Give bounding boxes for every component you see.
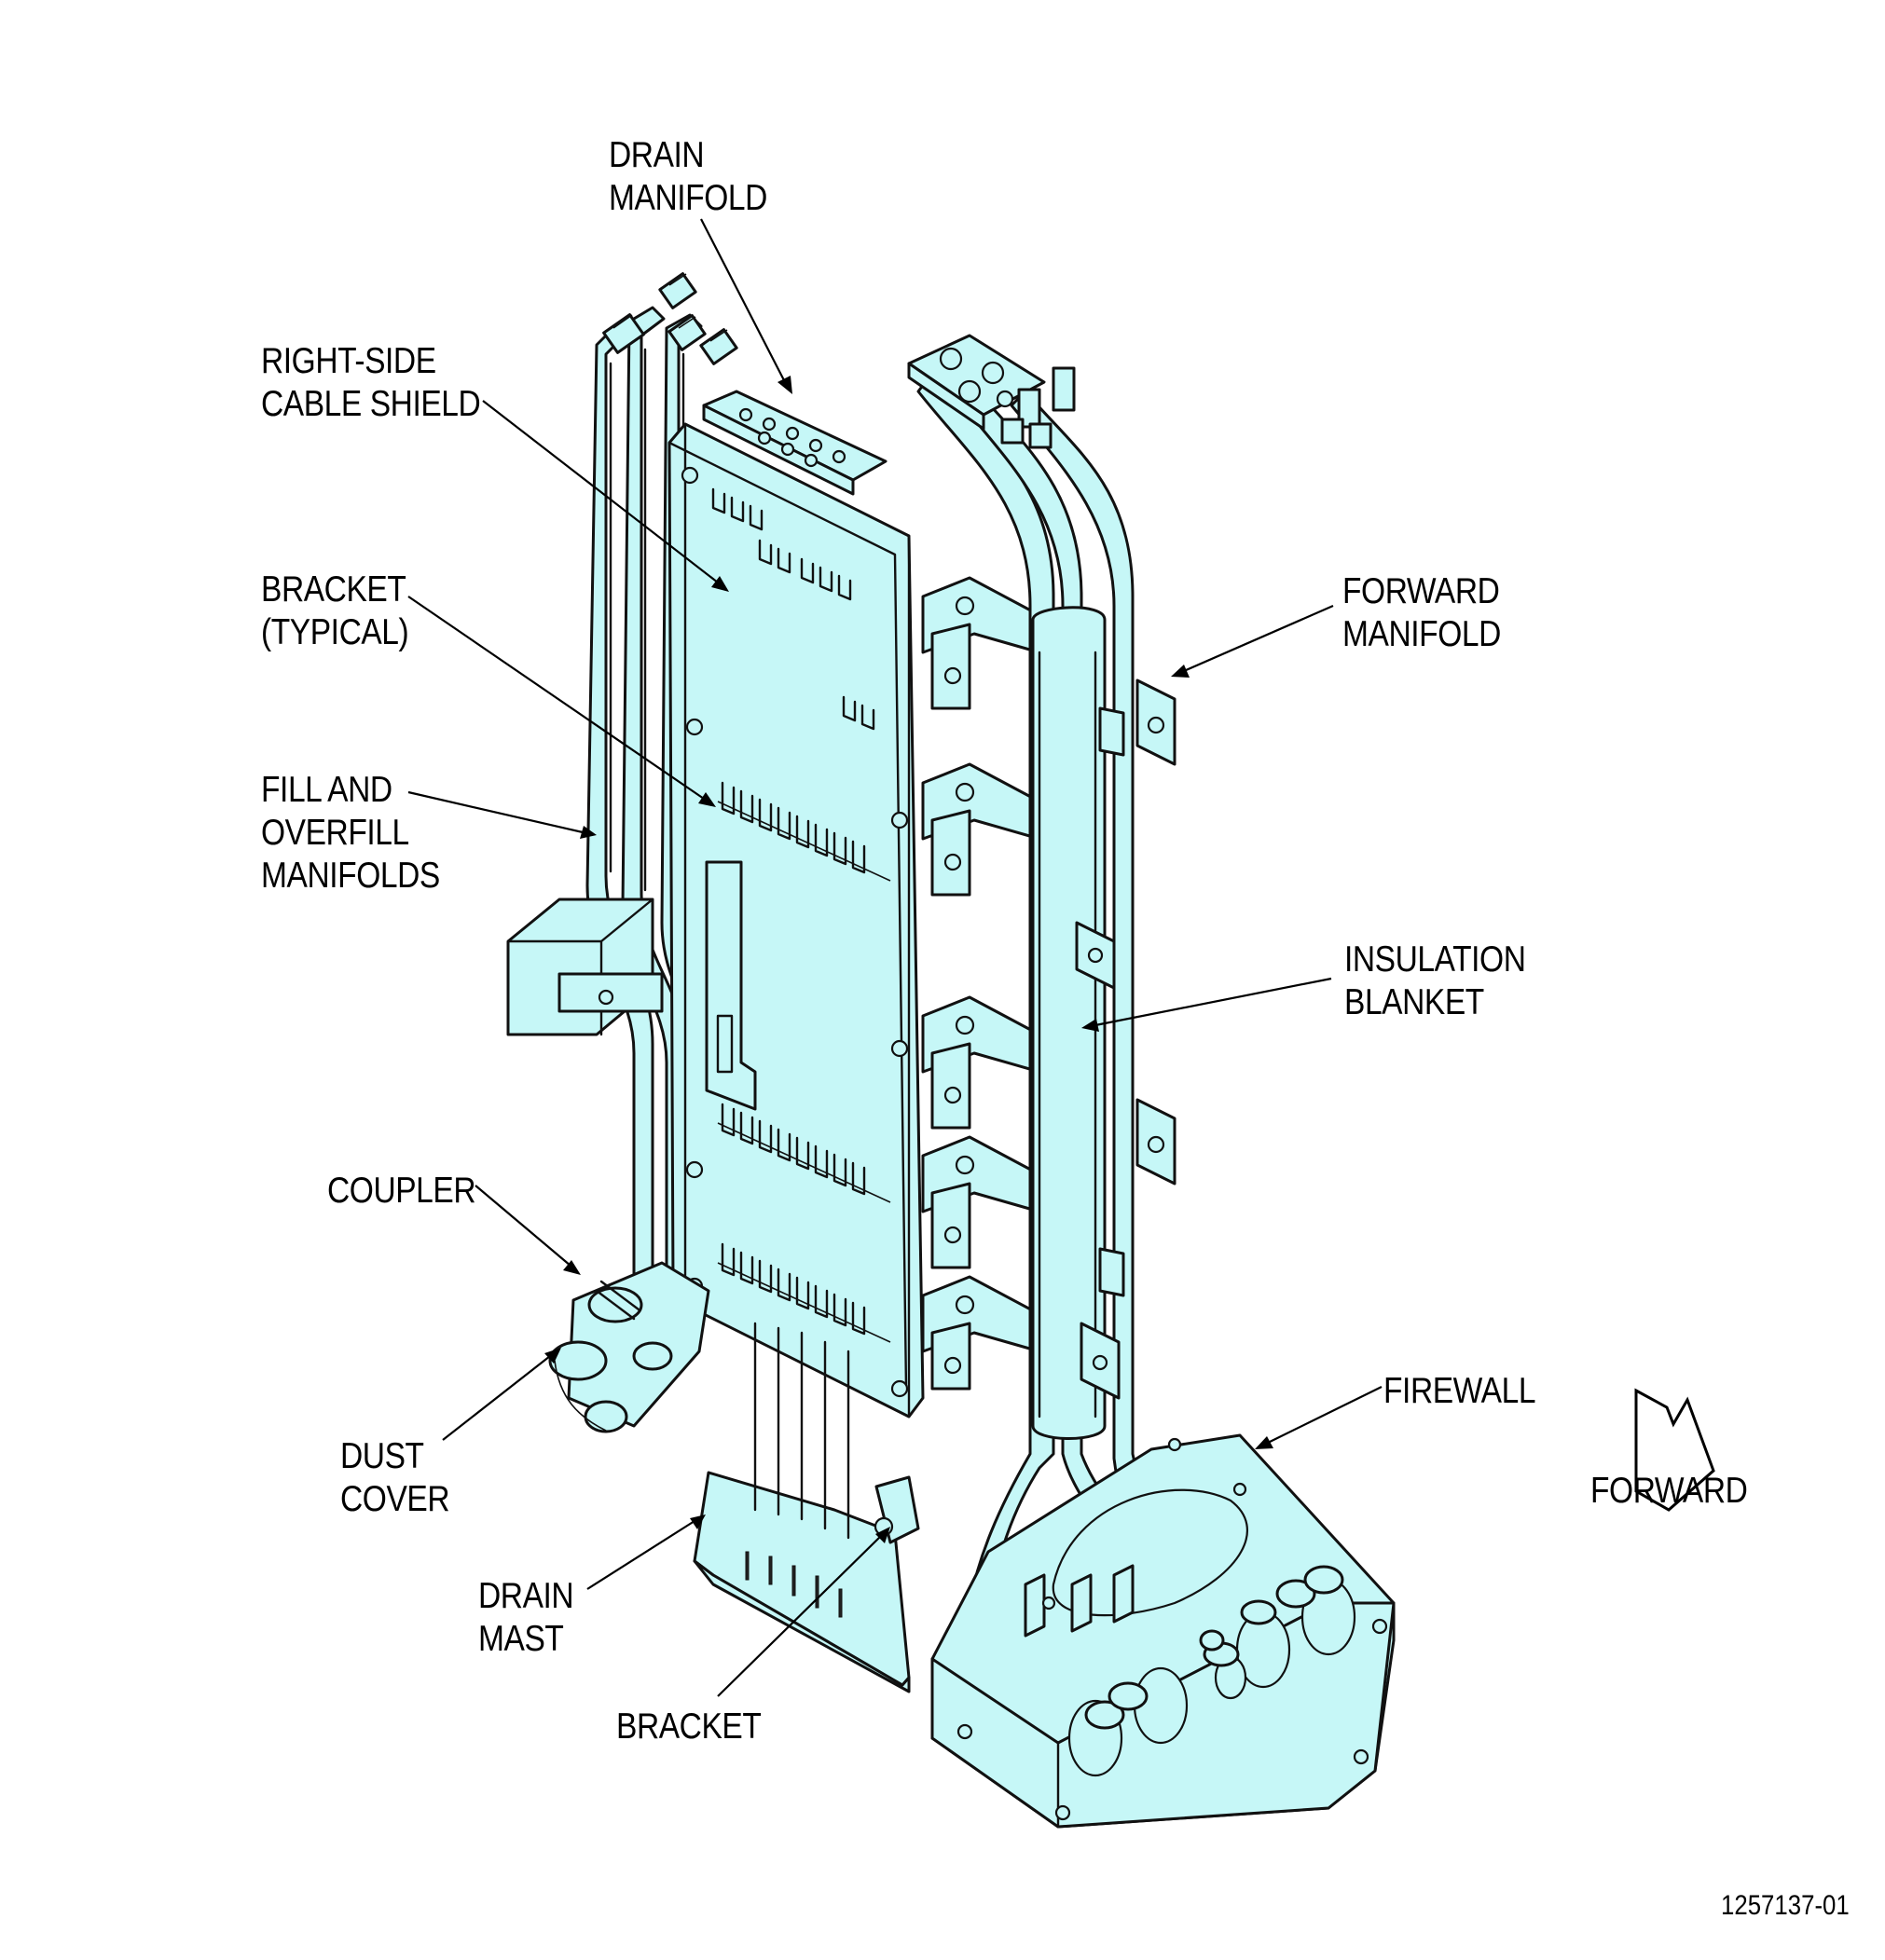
label-fill-overfill-line-2: OVERFILL [261, 813, 409, 853]
label-insulation-blanket-line-2: BLANKET [1344, 982, 1484, 1022]
label-fill-and-overfill-manifolds: FILL AND OVERFILL MANIFOLDS [261, 769, 440, 898]
label-firewall: FIREWALL [1383, 1370, 1535, 1413]
leader-lines [407, 218, 1383, 1697]
firewall-part [930, 1433, 1396, 1829]
dust-cover-part [548, 1340, 628, 1433]
forward-manifold-part [916, 371, 1176, 1605]
label-coupler-line-1: COUPLER [327, 1171, 476, 1211]
drain-manifold-part [702, 390, 887, 496]
label-drain-manifold: DRAIN MANIFOLD [609, 134, 767, 220]
label-fill-overfill-line-1: FILL AND [261, 770, 392, 810]
label-bracket-typical-line-1: BRACKET [261, 569, 406, 610]
label-bracket-typical-line-2: (TYPICAL) [261, 612, 409, 652]
label-forward-direction: FORWARD [1590, 1470, 1748, 1513]
label-forward-manifold-line-2: MANIFOLD [1342, 614, 1501, 654]
label-right-side-cable-shield-line-1: RIGHT-SIDE [261, 341, 436, 381]
forward-manifold-plate [907, 334, 1076, 449]
label-dust-cover: DUST COVER [340, 1435, 450, 1521]
left-side-bracket [506, 898, 664, 1036]
label-firewall-line-1: FIREWALL [1383, 1371, 1536, 1411]
label-drain-mast-line-2: MAST [478, 1619, 564, 1659]
label-insulation-blanket: INSULATION BLANKET [1344, 939, 1526, 1024]
coupler-part [567, 1261, 710, 1428]
label-bracket-line-1: BRACKET [616, 1706, 762, 1747]
label-forward-direction-line-1: FORWARD [1590, 1471, 1748, 1511]
label-drain-manifold-line-1: DRAIN [609, 135, 705, 175]
drain-mast-part [693, 1322, 920, 1693]
label-drain-manifold-line-2: MANIFOLD [609, 178, 767, 218]
label-forward-manifold-line-1: FORWARD [1342, 571, 1500, 611]
cable-shield-panel [667, 422, 925, 1419]
label-insulation-blanket-line-1: INSULATION [1344, 939, 1526, 980]
figure-number: 1257137-01 [1721, 1890, 1850, 1921]
label-drain-mast-line-1: DRAIN [478, 1576, 574, 1616]
label-drain-mast: DRAIN MAST [478, 1575, 574, 1661]
forward-arrow-icon [1634, 1388, 1715, 1512]
label-coupler: COUPLER [327, 1170, 476, 1213]
label-right-side-cable-shield-line-2: CABLE SHIELD [261, 384, 481, 424]
label-dust-cover-line-2: COVER [340, 1479, 450, 1519]
label-dust-cover-line-1: DUST [340, 1436, 424, 1476]
label-bracket: BRACKET [616, 1706, 762, 1748]
label-fill-overfill-line-3: MANIFOLDS [261, 856, 440, 896]
mounting-brackets [921, 576, 1041, 1391]
label-right-side-cable-shield: RIGHT-SIDE CABLE SHIELD [261, 340, 481, 426]
label-bracket-typical: BRACKET (TYPICAL) [261, 569, 409, 654]
label-forward-manifold: FORWARD MANIFOLD [1342, 570, 1501, 656]
cable-clip-rows [711, 487, 891, 1343]
